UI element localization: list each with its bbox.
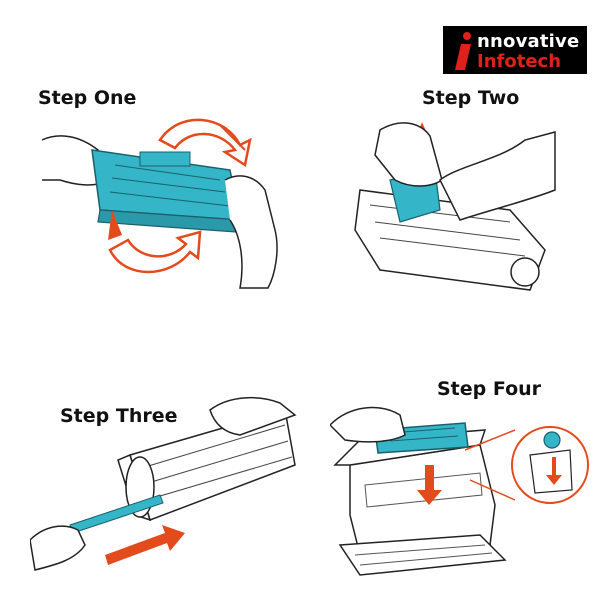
- step-four-label: Step Four: [437, 378, 542, 400]
- brand-logo: nnovative Infotech: [443, 26, 587, 74]
- logo-i-mark: [455, 32, 471, 70]
- logo-word-innovative: nnovative: [477, 31, 580, 52]
- logo-word-infotech: Infotech: [477, 51, 562, 72]
- step-two-label: Step Two: [422, 87, 520, 109]
- pull-arrow-icon: [105, 525, 185, 565]
- step-three-illustration: [30, 395, 300, 585]
- step-one-label: Step One: [38, 87, 137, 109]
- step-two-illustration: [350, 110, 560, 300]
- down-arrow-icon: [417, 465, 442, 505]
- step-four-illustration: [330, 395, 590, 585]
- step-three-label: Step Three: [60, 405, 178, 427]
- rotate-arrow-icon: [108, 230, 202, 274]
- step-one-illustration: [40, 110, 290, 290]
